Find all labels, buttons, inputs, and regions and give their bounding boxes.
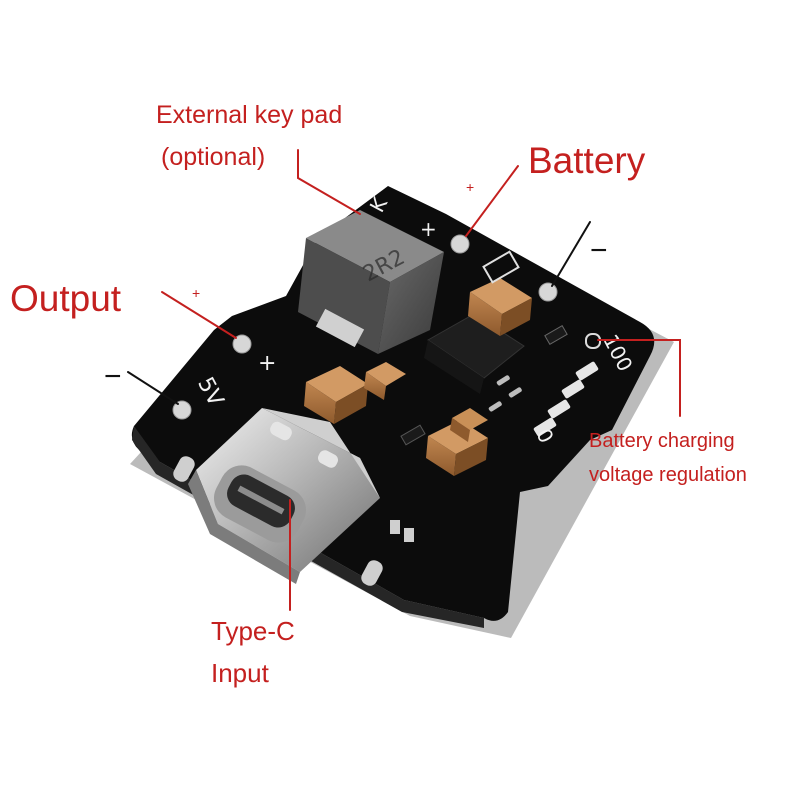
battery-minus-sign: − bbox=[590, 234, 608, 267]
small-component bbox=[544, 324, 568, 346]
silk-plus-left: + bbox=[258, 351, 276, 376]
pad-battery-plus bbox=[450, 234, 470, 254]
solder-pads bbox=[172, 234, 558, 586]
capacitor-small bbox=[364, 362, 406, 400]
label-external-key-pad-optional: (optional) bbox=[161, 143, 266, 171]
pad-output-plus bbox=[232, 334, 252, 354]
leader-key-pad bbox=[297, 149, 361, 215]
capacitor-bottom bbox=[426, 420, 488, 476]
inductor: 2R2 bbox=[298, 210, 444, 354]
battery-plus-sign: + bbox=[466, 179, 475, 195]
capacitor-left bbox=[304, 366, 368, 424]
label-type-c: Type-C bbox=[211, 616, 295, 646]
label-output: Output bbox=[10, 278, 122, 319]
usb-type-c-connector bbox=[188, 408, 380, 584]
output-minus-sign: − bbox=[104, 360, 122, 393]
pad-key bbox=[315, 308, 365, 348]
pad-battery-minus bbox=[538, 282, 558, 302]
capacitor-top bbox=[468, 278, 532, 336]
leader-battery-plus bbox=[465, 165, 519, 237]
output-plus-sign: + bbox=[192, 285, 201, 301]
capacitor-bottom-small bbox=[450, 408, 488, 442]
label-type-c-input: Input bbox=[211, 658, 269, 688]
pad-output-minus bbox=[172, 400, 192, 420]
leader-battery-minus bbox=[551, 221, 591, 287]
chip-leads bbox=[488, 375, 522, 412]
battery-symbol bbox=[482, 250, 520, 284]
indicator-leds bbox=[533, 361, 599, 437]
label-voltage-regulation: voltage regulation bbox=[589, 464, 747, 486]
resistor bbox=[400, 424, 426, 446]
leader-regulation bbox=[597, 339, 681, 417]
leader-output-plus bbox=[161, 291, 237, 339]
leader-output-minus bbox=[127, 371, 179, 405]
silk-plus-top: + bbox=[420, 217, 437, 241]
label-battery: Battery bbox=[528, 140, 646, 181]
label-external-key-pad: External key pad bbox=[156, 101, 343, 129]
label-battery-charging: Battery charging bbox=[589, 430, 735, 452]
